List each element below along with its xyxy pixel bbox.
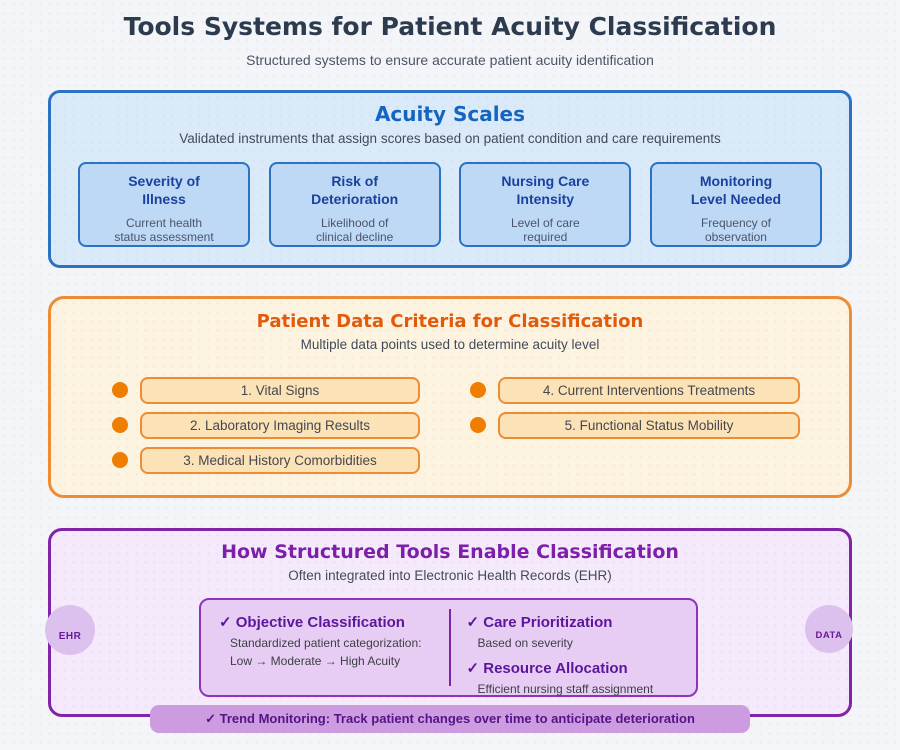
acuity-card-monitoring: Monitoring Level Needed Frequency of obs… xyxy=(649,162,822,247)
feature-line: Efficient nursing staff assignment xyxy=(477,682,654,696)
structured-tools-title: How Structured Tools Enable Classificati… xyxy=(221,541,679,563)
page-title: Tools Systems for Patient Acuity Classif… xyxy=(123,12,777,41)
card-title-line: Deterioration xyxy=(311,190,399,207)
criteria-item-2: 2. Laboratory Imaging Results xyxy=(140,412,420,439)
structured-tools-subtitle: Often integrated into Electronic Health … xyxy=(288,568,612,583)
card-title-line: Monitoring xyxy=(699,173,773,189)
card-description: Likelihood of clinical decline xyxy=(271,216,439,245)
feature-label: ✓ Resource Allocation xyxy=(466,660,628,677)
card-title-line: Severity of xyxy=(128,173,200,189)
card-desc-line: observation xyxy=(704,230,767,245)
card-title: Risk of Deterioration xyxy=(271,173,439,209)
card-title-line: Illness xyxy=(142,190,186,207)
card-title-line: Risk of xyxy=(331,173,378,189)
feature-line: Low → Moderate → High Acuity xyxy=(230,654,401,668)
card-title: Nursing Care Intensity xyxy=(461,173,629,209)
criteria-item-5: 5. Functional Status Mobility xyxy=(498,412,800,439)
card-description: Level of care required xyxy=(461,216,629,245)
feature-line: Based on severity xyxy=(477,636,573,650)
bullet-dot-icon xyxy=(470,382,486,398)
card-desc-line: Current health xyxy=(125,215,203,230)
card-desc-line: Likelihood of xyxy=(320,215,389,230)
feature-line: Standardized patient categorization: xyxy=(230,636,422,650)
ehr-badge: EHR xyxy=(45,605,95,655)
card-desc-line: required xyxy=(523,230,568,245)
features-left-column: ✓ Objective Classification Standardized … xyxy=(201,600,449,695)
patient-data-title: Patient Data Criteria for Classification xyxy=(256,311,644,332)
card-title-line: Level Needed xyxy=(690,190,782,207)
bullet-dot-icon xyxy=(112,452,128,468)
trend-monitoring-banner: ✓ Trend Monitoring: Track patient change… xyxy=(150,705,750,733)
card-title-line: Nursing Care xyxy=(501,173,590,189)
criteria-item-3: 3. Medical History Comorbidities xyxy=(140,447,420,474)
bullet-dot-icon xyxy=(470,417,486,433)
acuity-scales-subtitle: Validated instruments that assign scores… xyxy=(179,131,721,146)
card-title-line: Intensity xyxy=(516,190,575,207)
criteria-item-1: 1. Vital Signs xyxy=(140,377,420,404)
acuity-card-nursing: Nursing Care Intensity Level of care req… xyxy=(459,162,632,247)
card-desc-line: clinical decline xyxy=(315,230,394,245)
acuity-scales-section: Acuity Scales Validated instruments that… xyxy=(48,90,852,268)
structured-tools-section: How Structured Tools Enable Classificati… xyxy=(45,528,853,717)
features-box: ✓ Objective Classification Standardized … xyxy=(199,598,698,697)
feature-label: ✓ Objective Classification xyxy=(219,614,405,631)
acuity-card-risk: Risk of Deterioration Likelihood of clin… xyxy=(268,162,441,247)
card-desc-line: Frequency of xyxy=(700,215,771,230)
criteria-item-4: 4. Current Interventions Treatments xyxy=(498,377,800,404)
bullet-dot-icon xyxy=(112,417,128,433)
card-desc-line: status assessment xyxy=(114,230,214,245)
patient-data-subtitle: Multiple data points used to determine a… xyxy=(300,337,600,352)
data-badge: DATA xyxy=(805,605,853,653)
card-description: Current health status assessment xyxy=(80,216,248,245)
card-description: Frequency of observation xyxy=(652,216,820,245)
card-desc-line: Level of care xyxy=(510,215,580,230)
feature-care-prioritization: ✓ Care Prioritization Based on severity xyxy=(467,613,683,652)
feature-objective-classification: ✓ Objective Classification Standardized … xyxy=(219,613,435,670)
patient-data-section: Patient Data Criteria for Classification… xyxy=(48,296,852,498)
feature-label: ✓ Care Prioritization xyxy=(466,614,613,631)
bullet-dot-icon xyxy=(112,382,128,398)
features-right-column: ✓ Care Prioritization Based on severity … xyxy=(449,600,697,698)
feature-resource-allocation: ✓ Resource Allocation Efficient nursing … xyxy=(467,659,683,698)
acuity-card-severity: Severity of Illness Current health statu… xyxy=(78,162,250,247)
card-title: Severity of Illness xyxy=(80,173,248,209)
page-subtitle: Structured systems to ensure accurate pa… xyxy=(246,52,654,68)
acuity-scales-cards: Severity of Illness Current health statu… xyxy=(78,162,822,247)
acuity-scales-title: Acuity Scales xyxy=(374,102,526,126)
card-title: Monitoring Level Needed xyxy=(652,173,820,209)
